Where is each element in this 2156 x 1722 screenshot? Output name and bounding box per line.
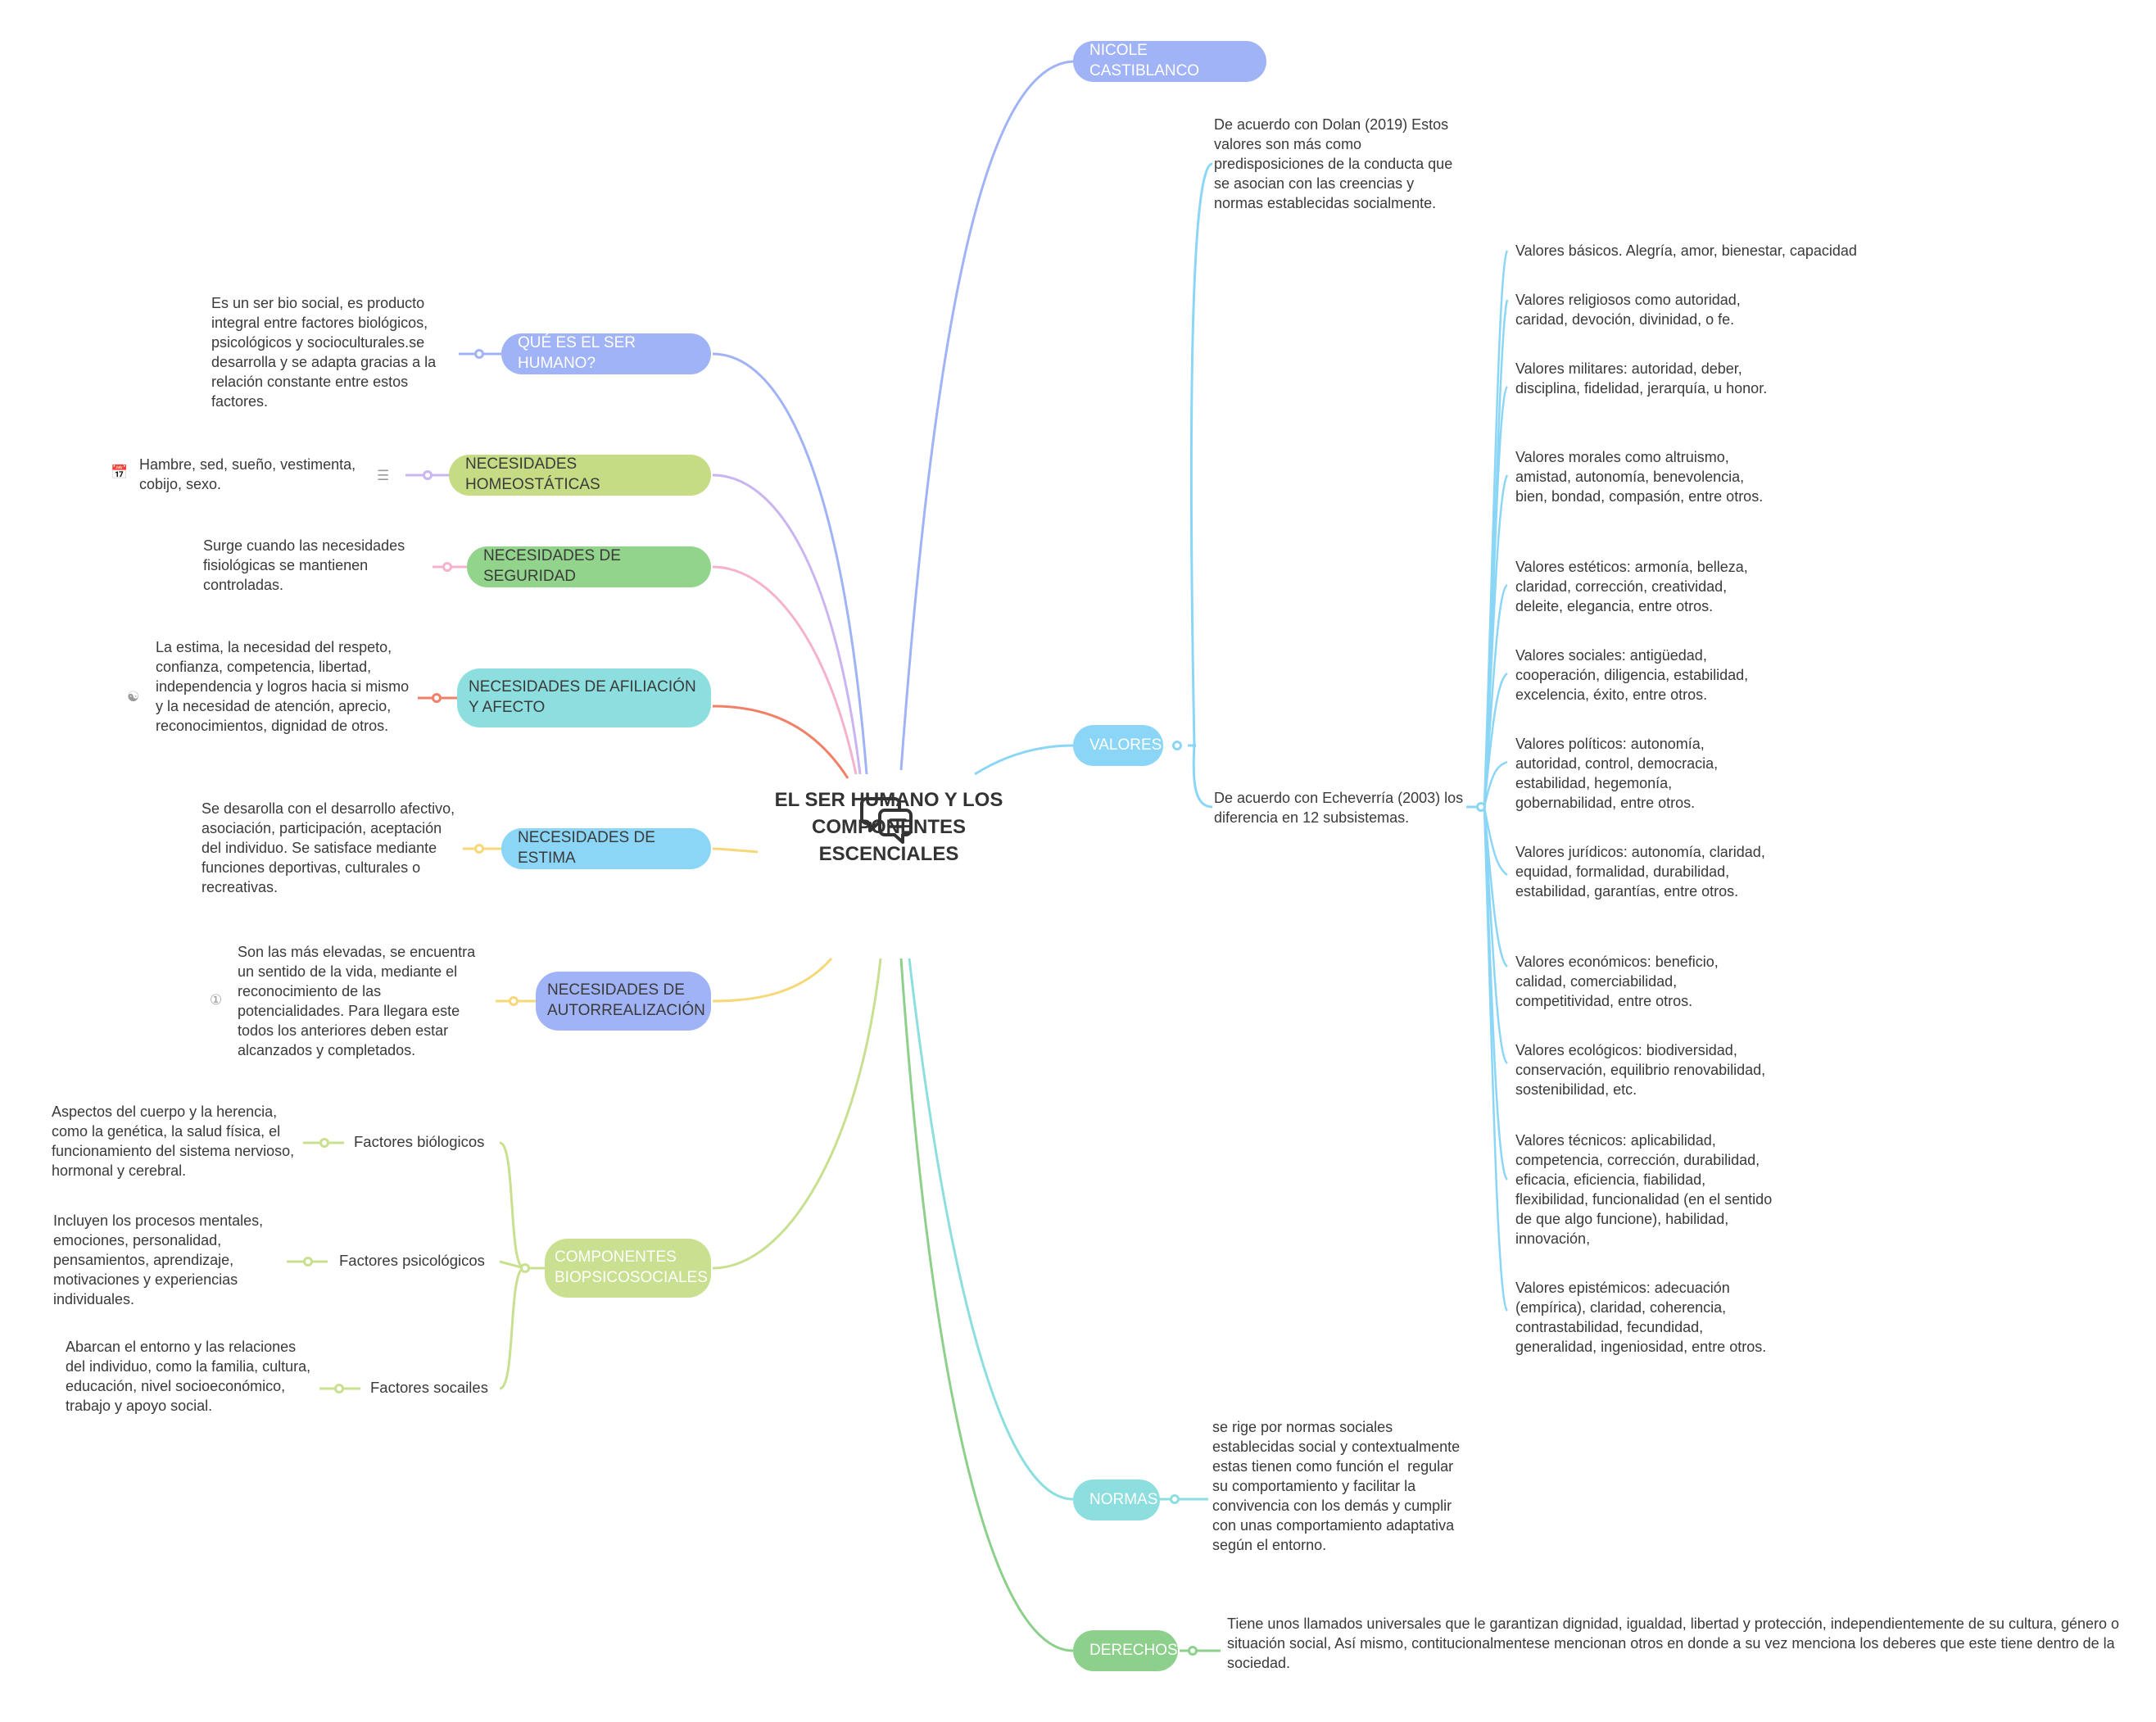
note-factor-psicologicos: Incluyen los procesos mentales, emocione… — [53, 1212, 268, 1307]
valores-item: Valores jurídicos: autonomía, claridad, … — [1515, 844, 1769, 900]
valores-item: Valores militares: autoridad, deber, dis… — [1515, 360, 1768, 397]
connector-afiliacion — [712, 705, 849, 779]
note-afiliacion: La estima, la necesidad del respeto, con… — [156, 639, 414, 734]
note-autorrealizacion: Son las más elevadas, se encuentra un se… — [238, 944, 480, 1058]
branch-label: QUÉ ES EL SER HUMANO? — [518, 334, 636, 372]
connector-normas — [908, 958, 1074, 1501]
branch-label: NORMAS — [1089, 1490, 1158, 1508]
connector-valores-items — [1483, 250, 1509, 1312]
valores-item: Valores económicos: beneficio, calidad, … — [1515, 954, 1723, 1009]
collapse-knob[interactable] — [442, 562, 452, 572]
collapse-knob[interactable] — [423, 470, 433, 480]
connector-valores — [974, 744, 1074, 776]
branch-label: DERECHOS — [1089, 1641, 1178, 1659]
connector-dolan — [1189, 162, 1213, 746]
valores-item: Valores ecológicos: biodiversidad, conse… — [1515, 1042, 1770, 1098]
chat-bubbles-icon — [860, 797, 913, 844]
collapse-knob[interactable] — [1172, 741, 1182, 750]
collapse-knob[interactable] — [474, 349, 484, 359]
people-icon: ☯ — [127, 689, 140, 705]
list-check-icon: ☰ — [377, 468, 390, 483]
note-echeverria: De acuerdo con Echeverría (2003) los dif… — [1214, 790, 1468, 826]
branch-normas[interactable]: NORMAS — [1073, 1480, 1160, 1520]
valores-item: Valores morales como altruismo, amistad,… — [1515, 449, 1764, 505]
connector-homeostaticas — [712, 474, 862, 775]
branch-label: NECESIDADES HOMEOSTÁTICAS — [465, 455, 600, 493]
branch-necesidades-homeostaticas[interactable]: NECESIDADES HOMEOSTÁTICAS — [449, 455, 711, 496]
branch-label: NECESIDADES DE AUTORREALIZACIÓN — [547, 981, 705, 1019]
branch-label: NICOLE CASTIBLANCO — [1089, 42, 1200, 79]
note-factor-sociales: Abarcan el entorno y las relaciones del … — [66, 1339, 315, 1414]
valores-item: Valores religiosos como autoridad, carid… — [1515, 292, 1745, 328]
note-normas: se rige por normas sociales establecidas… — [1212, 1419, 1465, 1553]
collapse-knob[interactable] — [319, 1138, 329, 1148]
branch-label: COMPONENTES BIOPSICOSOCIALES — [555, 1248, 708, 1286]
branch-nicole-castiblanco[interactable]: NICOLE CASTIBLANCO — [1073, 41, 1266, 82]
factor-biologicos[interactable]: Factores biólogicos — [354, 1133, 485, 1150]
connector-componentes — [712, 958, 882, 1270]
connector-nicole — [899, 60, 1074, 771]
note-factor-biologicos: Aspectos del cuerpo y la herencia, como … — [52, 1103, 299, 1179]
branch-label: NECESIDADES DE SEGURIDAD — [483, 547, 621, 585]
note-dolan: De acuerdo con Dolan (2019) Estos valore… — [1214, 116, 1457, 211]
collapse-knob[interactable] — [303, 1257, 313, 1267]
valores-item: Valores sociales: antigüedad, cooperació… — [1515, 647, 1753, 703]
collapse-knob[interactable] — [1188, 1646, 1198, 1656]
connector-autorrealizacion — [712, 958, 833, 1003]
valores-item: Valores técnicos: aplicabilidad, compete… — [1515, 1132, 1777, 1247]
note-estima: Se desarolla con el desarrollo afectivo,… — [202, 800, 460, 895]
valores-item: Valores políticos: autonomía, autoridad,… — [1515, 736, 1723, 811]
factor-psicologicos[interactable]: Factores psicológicos — [339, 1252, 485, 1269]
number-one-icon: ① — [210, 992, 223, 1008]
collapse-knob[interactable] — [509, 996, 519, 1006]
central-topic[interactable]: EL SER HUMANO Y LOS COMPONENTES ESCENCIA… — [774, 789, 1003, 865]
branch-label: VALORES — [1089, 736, 1162, 754]
note-homeostaticas: Hambre, sed, sueño, vestimenta, cobijo, … — [139, 456, 360, 492]
branch-necesidades-estima[interactable]: NECESIDADES DE ESTIMA — [501, 828, 711, 869]
valores-item: Valores básicos. Alegría, amor, bienesta… — [1515, 242, 1857, 259]
branch-necesidades-autorrealizacion[interactable]: NECESIDADES DE AUTORREALIZACIÓN — [536, 972, 711, 1031]
note-seguridad: Surge cuando las necesidades fisiológica… — [203, 537, 410, 593]
branch-componentes-biopsicosociales[interactable]: COMPONENTES BIOPSICOSOCIALES — [545, 1239, 711, 1298]
note-derechos: Tiene unos llamados universales que le g… — [1227, 1616, 2124, 1671]
collapse-knob[interactable] — [474, 844, 484, 854]
connector-estima — [712, 847, 759, 854]
collapse-knob[interactable] — [432, 693, 442, 703]
valores-item: Valores epistémicos: adecuación (empíric… — [1515, 1280, 1767, 1355]
collapse-knob[interactable] — [1170, 1494, 1180, 1504]
branch-necesidades-seguridad[interactable]: NECESIDADES DE SEGURIDAD — [467, 546, 711, 587]
collapse-knob[interactable] — [520, 1263, 530, 1273]
branch-valores[interactable]: VALORES — [1073, 725, 1163, 766]
factor-sociales[interactable]: Factores socailes — [370, 1379, 488, 1396]
branch-derechos[interactable]: DERECHOS — [1073, 1630, 1178, 1671]
branch-necesidades-afiliacion[interactable]: NECESIDADES DE AFILIACIÓN Y AFECTO — [457, 668, 711, 727]
branch-label: NECESIDADES DE AFILIACIÓN Y AFECTO — [469, 678, 696, 716]
calendar-icon: 📅 — [111, 464, 129, 480]
connector-echeverria — [1192, 745, 1213, 809]
connector-derechos — [899, 958, 1074, 1652]
connector-seguridad — [712, 565, 858, 775]
valores-item: Valores estéticos: armonía, belleza, cla… — [1515, 559, 1752, 614]
collapse-knob[interactable] — [1476, 802, 1486, 812]
note-que-es: Es un ser bio social, es producto integr… — [211, 295, 441, 410]
connector-que-es — [712, 352, 868, 775]
branch-label: NECESIDADES DE ESTIMA — [518, 829, 655, 867]
collapse-knob[interactable] — [334, 1384, 344, 1393]
branch-que-es-el-ser-humano[interactable]: QUÉ ES EL SER HUMANO? — [501, 333, 711, 374]
